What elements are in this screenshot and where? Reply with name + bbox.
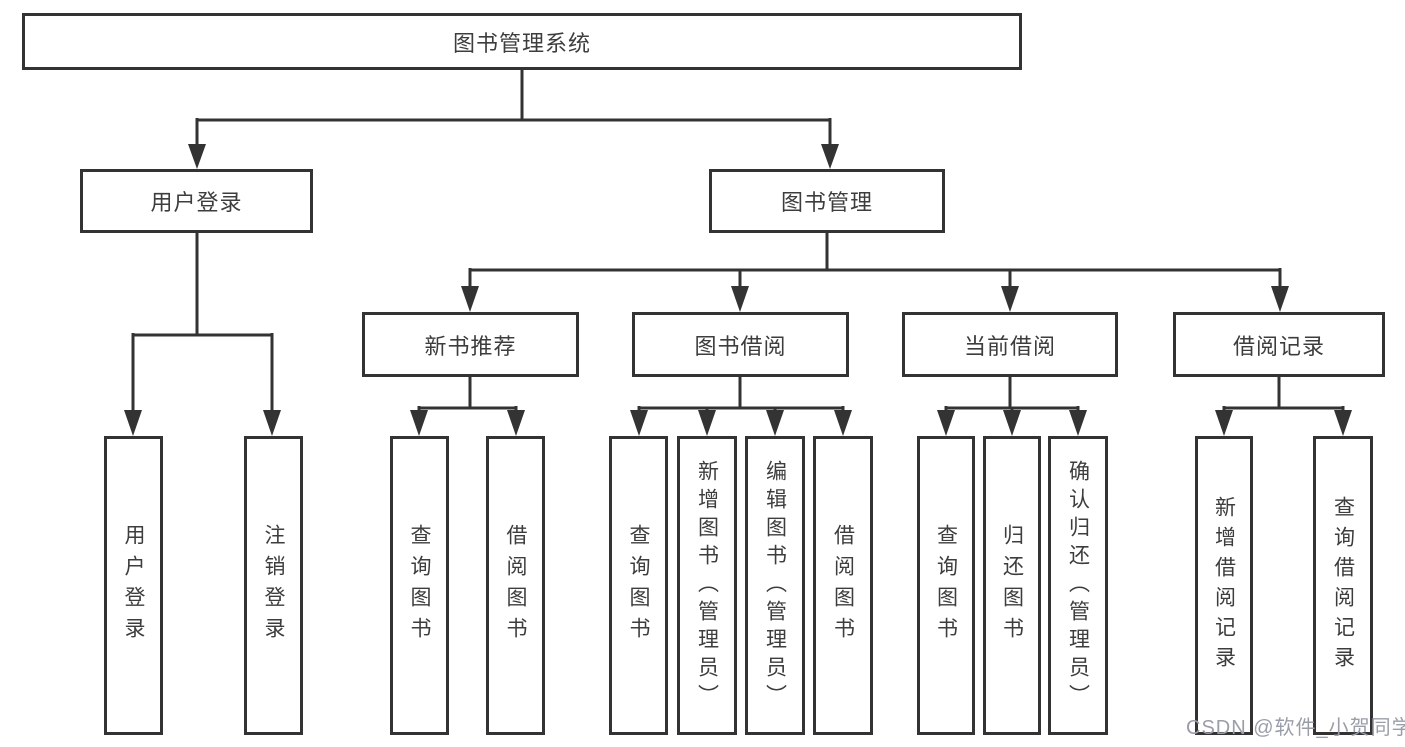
node-user-login: 用户登录 xyxy=(80,169,313,233)
leaf-add-books-admin: 新增图书（管理员） xyxy=(677,436,737,735)
node-label: 注销登录 xyxy=(262,523,285,648)
node-label: 新增图书（管理员） xyxy=(695,459,719,712)
node-label: 新书推荐 xyxy=(424,333,517,359)
leaf-query-books-1: 查询图书 xyxy=(390,436,449,735)
node-label: 查询图书 xyxy=(934,523,958,648)
node-label: 用户登录 xyxy=(150,190,243,215)
leaf-borrow-books-1: 借阅图书 xyxy=(486,436,545,735)
node-label: 编辑图书（管理员） xyxy=(763,459,787,712)
node-label: 查询图书 xyxy=(627,523,650,648)
node-label: 新增借阅记录 xyxy=(1212,495,1236,676)
node-label: 查询图书 xyxy=(408,523,431,648)
watermark: CSDN @软件_小贺同学 xyxy=(1186,717,1405,739)
node-label: 借阅图书 xyxy=(504,523,527,648)
node-label: 图书借阅 xyxy=(694,333,787,359)
node-label: 确认归还（管理员） xyxy=(1066,459,1090,712)
node-label: 借阅图书 xyxy=(831,523,855,648)
node-borrow-records: 借阅记录 xyxy=(1173,312,1385,377)
node-current-borrow: 当前借阅 xyxy=(902,312,1118,377)
node-label: 用户登录 xyxy=(122,523,145,648)
leaf-query-books-3: 查询图书 xyxy=(917,436,975,735)
node-label: 当前借阅 xyxy=(963,333,1056,359)
node-new-book-recommend: 新书推荐 xyxy=(362,312,579,377)
leaf-query-books-2: 查询图书 xyxy=(609,436,668,735)
node-label: 查询借阅记录 xyxy=(1331,495,1355,676)
leaf-edit-books-admin: 编辑图书（管理员） xyxy=(745,436,805,735)
node-book-borrow: 图书借阅 xyxy=(632,312,849,377)
leaf-user-login: 用户登录 xyxy=(104,436,163,735)
leaf-query-borrow-record: 查询借阅记录 xyxy=(1313,436,1373,735)
node-label: 图书管理系统 xyxy=(452,30,591,56)
leaf-logout: 注销登录 xyxy=(244,436,303,735)
node-library-management-system: 图书管理系统 xyxy=(22,13,1022,70)
leaf-confirm-return-admin: 确认归还（管理员） xyxy=(1048,436,1108,735)
leaf-borrow-books-2: 借阅图书 xyxy=(813,436,873,735)
node-label: 借阅记录 xyxy=(1232,333,1325,359)
node-label: 归还图书 xyxy=(1000,523,1024,648)
leaf-return-books: 归还图书 xyxy=(983,436,1041,735)
node-label: 图书管理 xyxy=(780,190,873,215)
node-book-management: 图书管理 xyxy=(709,169,945,233)
leaf-add-borrow-record: 新增借阅记录 xyxy=(1195,436,1253,735)
